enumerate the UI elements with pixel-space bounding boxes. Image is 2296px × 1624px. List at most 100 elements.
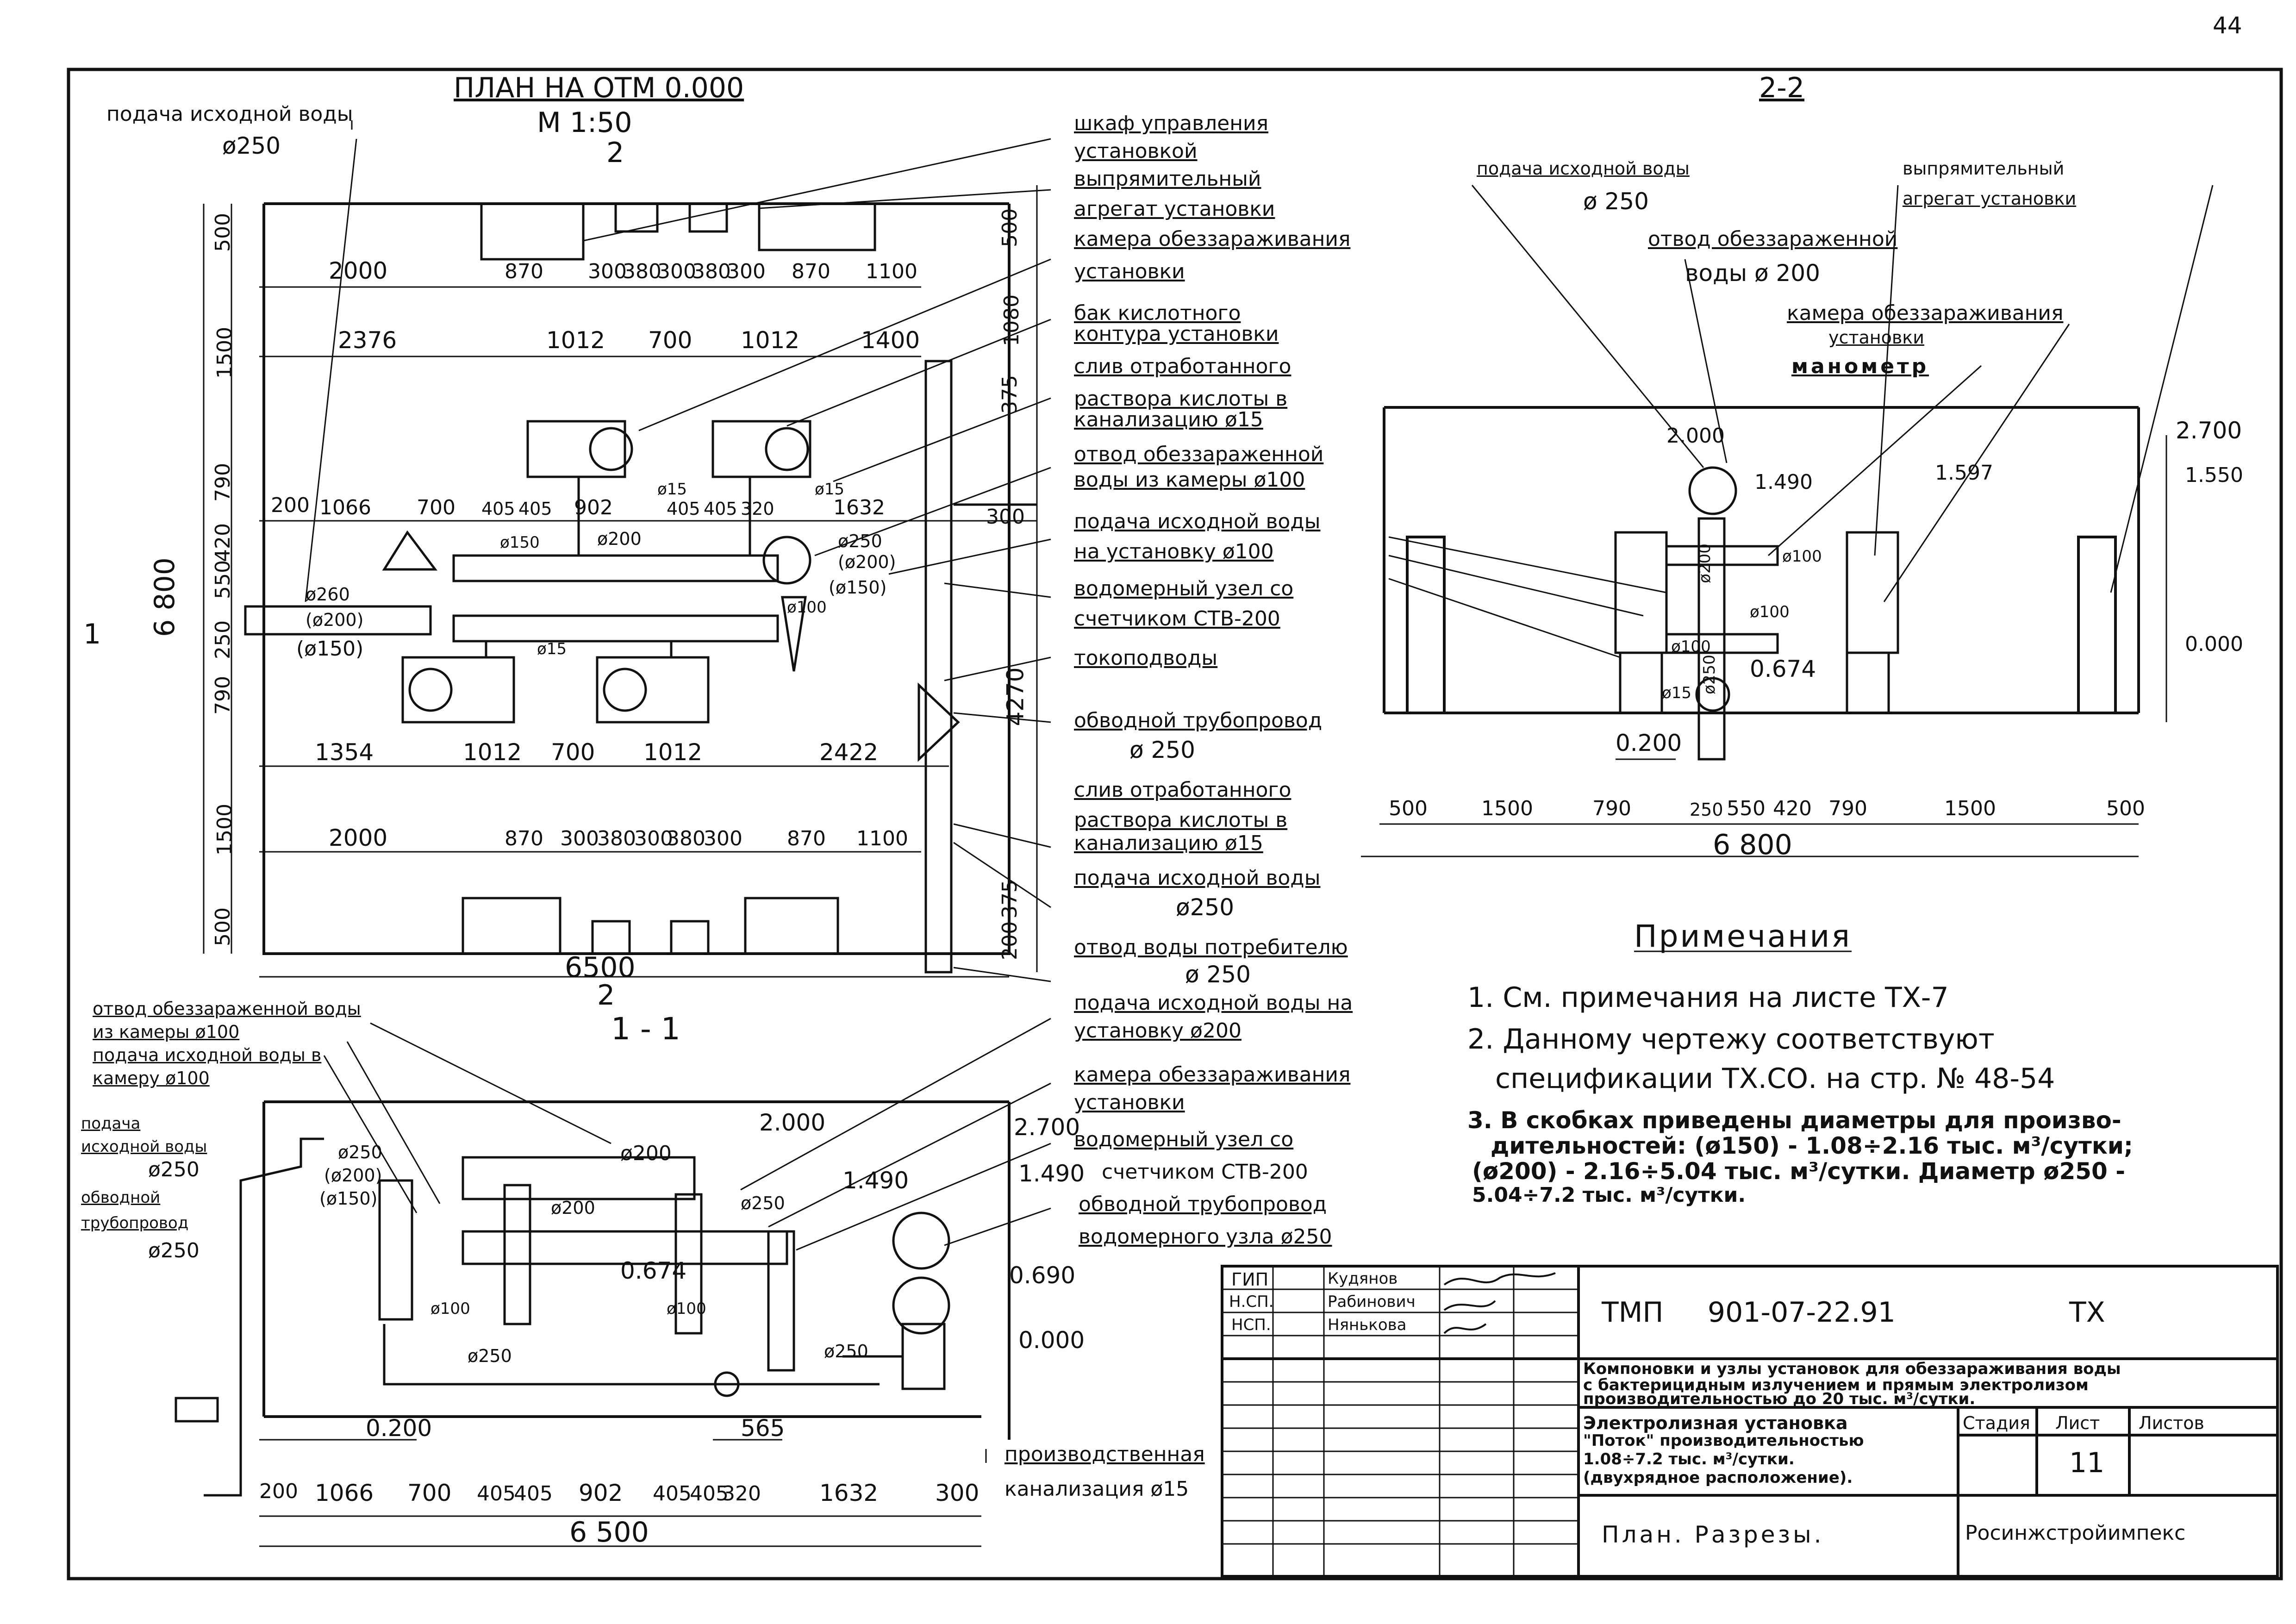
dim: 2422: [819, 739, 879, 766]
callout: шкаф управления: [1074, 112, 1269, 135]
s11-right: водомерного узла ø250: [1079, 1225, 1332, 1249]
s11-right: производственная: [1004, 1443, 1205, 1466]
dim: 870: [787, 827, 826, 850]
s22-diam: ø100: [1750, 603, 1790, 621]
plan-callout-left-d: ø250: [222, 132, 281, 159]
vdim: 1080: [999, 294, 1023, 346]
vdim: 200: [998, 921, 1022, 960]
tb-sheets-label: Листов: [2139, 1413, 2204, 1433]
vdim: 375: [998, 375, 1022, 414]
tb-product: "Поток" производительностью: [1583, 1431, 1864, 1450]
s22-label: манометр: [1791, 355, 1929, 378]
plan-room-walls: [264, 204, 1009, 954]
dim: 405: [667, 499, 700, 519]
dim: 300: [704, 827, 742, 850]
s22-dim: 1500: [1944, 797, 1996, 820]
dim: 300: [588, 260, 627, 283]
dim: 700: [551, 739, 595, 766]
notes-title: Примечания: [1634, 918, 1852, 954]
s11-diam: ø200: [620, 1142, 672, 1165]
vdim: 1500: [212, 804, 237, 856]
dim: 870: [792, 260, 830, 283]
s11-left: ø250: [148, 1239, 200, 1262]
s22-diam: ø200: [1695, 543, 1714, 583]
s11-dim: 300: [935, 1480, 980, 1506]
callout: канализацию ø15: [1074, 408, 1263, 431]
vdim: 500: [998, 208, 1022, 247]
dim: 2000: [329, 257, 388, 284]
section11-walls: [264, 1102, 1009, 1440]
dim: 1012: [643, 739, 703, 766]
dim: 1066: [319, 496, 371, 519]
dim: 380: [667, 827, 705, 850]
callout: контура установки: [1074, 322, 1279, 346]
vdim: 790: [211, 676, 235, 715]
s11-dim: 200: [259, 1480, 298, 1503]
s11-diam: ø200: [551, 1198, 595, 1218]
s22-diam: ø250: [1700, 655, 1719, 694]
s11-left: подача исходной воды в: [93, 1045, 322, 1065]
note-line: 3. В скобках приведены диаметры для прои…: [1467, 1107, 2121, 1134]
s22-level: 0.000: [2185, 632, 2243, 656]
note-line: (ø200) - 2.16÷5.04 тыс. м³/сутки. Диамет…: [1472, 1158, 2126, 1185]
plan-callout-left: подача исходной воды: [106, 102, 353, 126]
callout: отвод обеззараженной: [1074, 443, 1324, 466]
tb-name: Рабинович: [1328, 1293, 1416, 1311]
s11-diam: (ø200): [324, 1165, 382, 1186]
dim: 300: [657, 260, 696, 283]
s22-dim: 500: [1389, 797, 1428, 820]
s11-level: 2.700: [1014, 1114, 1080, 1141]
s11-level: 0.200: [366, 1415, 432, 1442]
s22-dim: 250: [1690, 800, 1723, 820]
s11-level: 1.490: [842, 1167, 909, 1194]
s11-total: 6 500: [569, 1516, 649, 1549]
tb-product: 1.08÷7.2 тыс. м³/сутки.: [1583, 1450, 1795, 1468]
s11-right: установку ø200: [1074, 1019, 1242, 1043]
diam: ø150: [500, 533, 540, 552]
dim: 380: [692, 260, 731, 283]
s22-label: отвод обеззараженной: [1648, 227, 1898, 251]
s22-total: 6 800: [1713, 829, 1792, 861]
callout: установки: [1074, 260, 1185, 283]
section22-dimension-lines: [1361, 435, 2166, 856]
diam: ø200: [597, 529, 642, 549]
tb-mark: ТХ: [2069, 1296, 2105, 1329]
s11-left: из камеры ø100: [93, 1022, 240, 1042]
dim: 1400: [861, 327, 920, 354]
section22-leaders: [1389, 185, 2213, 657]
tb-sheet: 11: [2069, 1447, 2105, 1479]
vdim: 375: [998, 880, 1022, 918]
section11-dimension-lines: [259, 1440, 981, 1546]
dim: 300: [727, 260, 766, 283]
section11-title: 1 - 1: [611, 1011, 680, 1047]
s22-level: 1.597: [1935, 461, 1993, 485]
plan-total-width: 6500: [565, 951, 636, 984]
callout: бак кислотного: [1074, 301, 1241, 325]
tb-product: Электролизная установка: [1583, 1413, 1848, 1433]
callout: подача исходной воды: [1074, 866, 1321, 890]
s11-level: 0.690: [1009, 1262, 1076, 1289]
s11-diam: ø250: [468, 1346, 512, 1366]
tb-name: Нянькова: [1328, 1316, 1407, 1334]
tb-code: ТМП 901-07-22.91: [1602, 1296, 1896, 1329]
plan-bottom-cabinets: [463, 898, 838, 954]
dim: 870: [505, 827, 543, 850]
plan-scale: М 1:50: [537, 106, 632, 139]
s22-dim: 790: [1592, 797, 1631, 820]
dim: 320: [741, 499, 774, 519]
s22-label: установки: [1828, 327, 1924, 348]
dim: 700: [648, 327, 693, 354]
dim: 405: [704, 499, 737, 519]
s11-diam: ø250: [824, 1341, 868, 1362]
section22-title: 2-2: [1759, 72, 1804, 104]
s11-right: обводной трубопровод: [1079, 1193, 1327, 1216]
s22-level: 0.674: [1750, 656, 1816, 682]
s22-dim: 790: [1828, 797, 1867, 820]
diam: (ø150): [296, 637, 364, 661]
s11-dim: 700: [407, 1480, 452, 1506]
diam: ø100: [787, 598, 827, 617]
dim: 405: [518, 499, 552, 519]
diam: ø15: [537, 640, 567, 658]
s22-dim: 1500: [1481, 797, 1533, 820]
s22-diam: ø100: [1782, 547, 1822, 566]
